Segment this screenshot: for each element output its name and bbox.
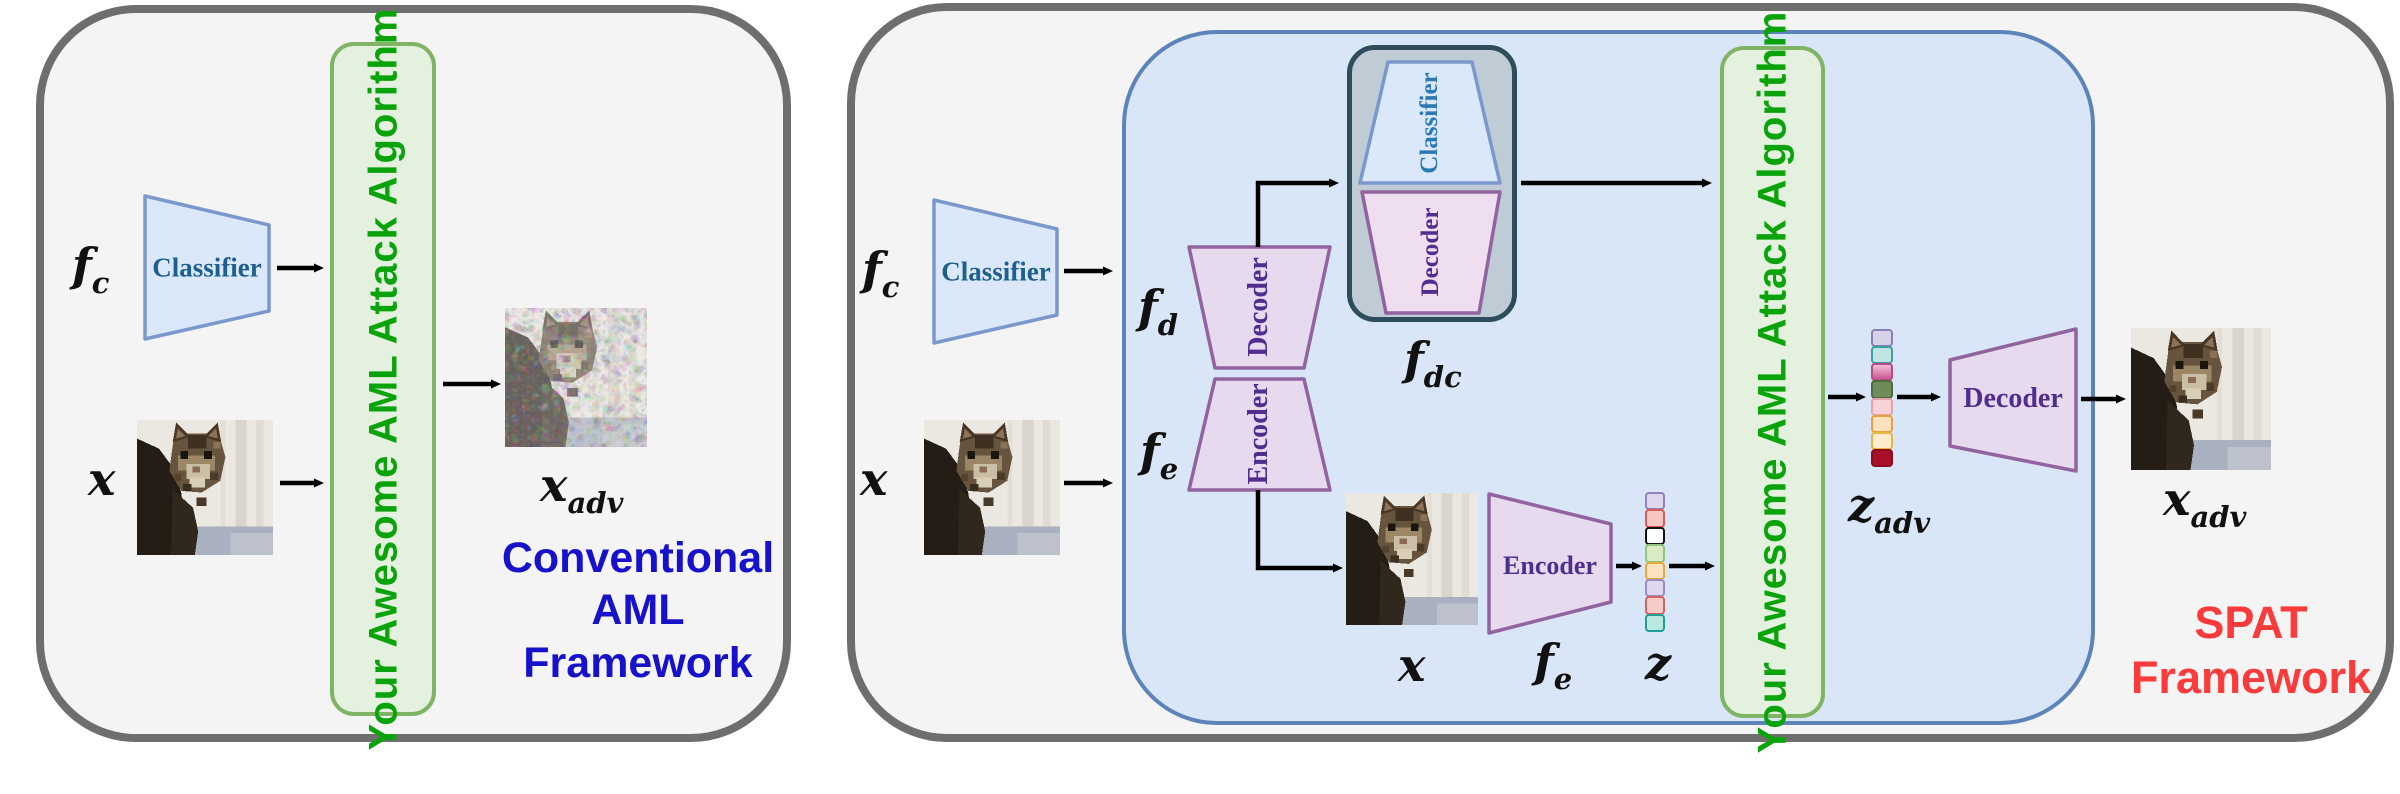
label-xadv-left-base: x	[540, 458, 568, 512]
latent-cell	[1871, 397, 1893, 416]
conventional-framework-caption: Conventional AML Framework	[502, 532, 774, 689]
attack-algorithm-label-left: Your Awesome AML Attack Algorithm	[361, 7, 406, 751]
latent-cell	[1871, 414, 1893, 433]
fdc-classifier-label: Classifier	[1416, 72, 1443, 174]
encoder-label-vertical: Encoder	[1243, 383, 1274, 485]
label-fd-sub: d	[1157, 308, 1179, 342]
output-decoder-label: Decoder	[1963, 383, 2063, 414]
label-xadv-left: xadv	[540, 458, 623, 520]
label-fc-left-sub: c	[91, 266, 110, 300]
label-z-base: z	[1645, 636, 1672, 690]
latent-cell	[1645, 544, 1665, 563]
classifier-label-right: Classifier	[941, 256, 1051, 287]
label-fdc-base: f	[1404, 332, 1424, 386]
label-fe-sub: e	[1159, 452, 1179, 486]
caption-line-framework-left: Framework	[523, 638, 753, 687]
label-zadv-sub: adv	[1874, 506, 1931, 540]
latent-cell	[1645, 613, 1665, 632]
classifier-label-left: Classifier	[152, 252, 262, 283]
latent-cell	[1645, 509, 1665, 528]
classifier-trapezoid-left	[143, 194, 271, 341]
label-x-right-base: x	[860, 452, 888, 506]
latent-cell	[1645, 492, 1665, 511]
label-fe: fe	[1140, 424, 1178, 486]
latent-cell	[1871, 380, 1893, 399]
latent-cell	[1871, 363, 1893, 382]
latent-cell	[1645, 596, 1665, 615]
fdc-decoder-label: Decoder	[1417, 207, 1444, 297]
caption-line-aml: AML	[591, 586, 685, 635]
attack-algorithm-label-right: Your Awesome AML Attack Algorithm	[1750, 10, 1795, 754]
decoder-trapezoid-output	[1948, 327, 2078, 473]
label-x-left: x	[88, 452, 115, 514]
latent-cell	[1871, 431, 1893, 450]
adversarial-image-left	[505, 308, 647, 447]
label-x-inner: x	[1398, 638, 1425, 700]
label-xadv-left-sub: adv	[567, 486, 624, 520]
label-fc-right: fc	[862, 242, 899, 304]
latent-input-cat	[1346, 493, 1478, 625]
label-fe-inner: fe	[1534, 634, 1572, 696]
label-x-right: x	[860, 452, 887, 514]
latent-cell	[1871, 346, 1893, 365]
caption-line-spat: SPAT	[2194, 597, 2308, 648]
classifier-trapezoid-right	[932, 198, 1059, 345]
input-image-cat-left	[137, 420, 273, 555]
adversarial-image-right	[2131, 328, 2271, 470]
label-z: z	[1645, 636, 1671, 698]
label-fe-inner-sub: e	[1553, 662, 1573, 696]
label-fd-base: f	[1138, 280, 1158, 334]
latent-vector-z	[1645, 492, 1665, 632]
label-fc-left-base: f	[72, 238, 92, 292]
label-x-inner-base: x	[1398, 638, 1426, 692]
latent-vector-zadv	[1871, 329, 1893, 467]
label-zadv-base: z	[1848, 478, 1875, 532]
caption-line-conventional: Conventional	[501, 534, 775, 582]
label-xadv-right-base: x	[2163, 472, 2191, 526]
latent-cell	[1871, 448, 1893, 467]
spat-framework-caption: SPAT Framework	[2131, 596, 2371, 706]
label-zadv: zadv	[1848, 478, 1930, 540]
label-fdc: fdc	[1404, 332, 1462, 394]
input-image-cat-right	[924, 420, 1060, 555]
fdc-classifier-trapezoid	[1358, 60, 1502, 185]
label-xadv-right: xadv	[2163, 472, 2246, 534]
fdc-decoder-trapezoid	[1360, 190, 1502, 315]
attack-algorithm-box-right	[1720, 46, 1825, 718]
latent-cell	[1645, 561, 1665, 580]
encoder-trapezoid-horizontal	[1487, 492, 1613, 635]
label-fc-left: fc	[72, 238, 109, 300]
label-fe-base: f	[1140, 424, 1160, 478]
latent-cell	[1871, 329, 1893, 348]
label-x-left-base: x	[88, 452, 116, 506]
inner-encoder-label: Encoder	[1503, 551, 1597, 580]
spat-inner-box	[1122, 30, 2095, 725]
decoder-trapezoid-vertical	[1187, 245, 1332, 370]
label-fdc-sub: dc	[1423, 360, 1462, 394]
decoder-label-vertical: Decoder	[1243, 257, 1274, 357]
label-fd: fd	[1138, 280, 1178, 342]
label-xadv-right-sub: adv	[2190, 500, 2247, 534]
latent-cell	[1645, 526, 1665, 546]
label-fc-right-sub: c	[881, 270, 900, 304]
attack-algorithm-box-left	[330, 42, 436, 716]
caption-line-framework-right: Framework	[2130, 651, 2372, 703]
latent-cell	[1645, 578, 1665, 598]
label-fc-right-base: f	[862, 242, 882, 296]
label-fe-inner-base: f	[1534, 634, 1554, 688]
